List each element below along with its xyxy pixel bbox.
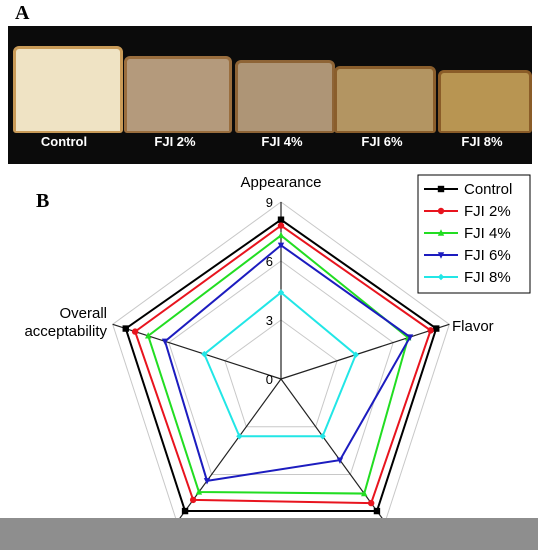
legend-marker-0 — [437, 185, 445, 193]
axis-label-1: Flavor — [452, 318, 494, 335]
spoke-1 — [280, 323, 450, 380]
legend-label-4: FJI 8% — [464, 269, 511, 286]
series-3-point-4 — [161, 338, 169, 346]
series-1-point-3 — [189, 496, 197, 504]
series-line-4 — [203, 291, 358, 438]
series-3-point-0 — [277, 242, 285, 249]
cropped-bottom-strip — [0, 518, 538, 550]
series-3-point-3 — [203, 478, 211, 485]
series-4-point-1 — [352, 351, 360, 358]
series-1-point-1 — [427, 327, 434, 334]
loaf-fji-6 — [334, 66, 436, 133]
series-4-point-2 — [319, 433, 326, 440]
radar-grid — [112, 201, 450, 518]
loaf-fji-8 — [438, 70, 532, 133]
label-fji-2: FJI 2% — [154, 134, 196, 149]
series-1-point-2 — [367, 499, 375, 507]
series-3-point-1 — [406, 334, 414, 341]
series-2-point-2 — [361, 489, 368, 497]
series-0-point-0 — [277, 216, 285, 223]
legend-marker-3 — [437, 252, 445, 259]
series-4-point-4 — [201, 350, 208, 358]
series-0-point-1 — [433, 325, 440, 332]
legend-marker-2 — [437, 229, 445, 236]
panel-b-letter: B — [36, 190, 50, 212]
grid-ring-9 — [112, 201, 450, 518]
grid-ring-3 — [224, 319, 338, 428]
series-4-point-3 — [236, 433, 243, 440]
tick-label-6: 6 — [266, 254, 273, 269]
loaf-fji-2 — [124, 56, 232, 133]
legend-label-1: FJI 2% — [464, 203, 511, 220]
series-1-point-0 — [277, 222, 285, 229]
series-line-3 — [163, 244, 412, 482]
series-2-point-3 — [195, 488, 203, 495]
series-2-point-0 — [277, 231, 285, 239]
legend-marker-4 — [437, 273, 445, 281]
series-3-point-2 — [336, 457, 344, 464]
series-line-0 — [124, 218, 438, 513]
series-4-point-0 — [277, 289, 285, 296]
axis-label-0: Appearance — [241, 174, 322, 191]
series-0-point-2 — [373, 507, 381, 515]
radar-series — [122, 216, 440, 515]
label-fji-6: FJI 6% — [361, 134, 403, 149]
legend-label-2: FJI 4% — [464, 225, 511, 242]
label-fji-8: FJI 8% — [461, 134, 503, 149]
series-0-point-3 — [181, 507, 189, 515]
tick-label-3: 3 — [266, 313, 273, 328]
spoke-2 — [280, 378, 383, 518]
panel-a-letter: A — [15, 2, 30, 24]
series-1-point-4 — [131, 328, 139, 335]
series-2-point-4 — [145, 332, 152, 339]
label-fji-4: FJI 4% — [261, 134, 303, 149]
bread-photo-panel: Control FJI 2% FJI 4% FJI 6% FJI 8% — [8, 26, 532, 164]
tick-label-9: 9 — [266, 195, 273, 210]
series-line-2 — [147, 234, 410, 495]
grid-ring-6 — [168, 260, 394, 475]
label-control: Control — [40, 134, 88, 149]
loaf-fji-4 — [235, 60, 335, 133]
series-line-1 — [133, 224, 432, 505]
legend-label-3: FJI 6% — [464, 247, 511, 264]
legend-label-0: Control — [464, 181, 512, 198]
spoke-4 — [112, 323, 282, 380]
loaf-control — [13, 46, 123, 133]
legend-marker-1 — [437, 207, 445, 215]
tick-label-0: 0 — [266, 372, 273, 387]
series-0-point-4 — [122, 325, 129, 332]
